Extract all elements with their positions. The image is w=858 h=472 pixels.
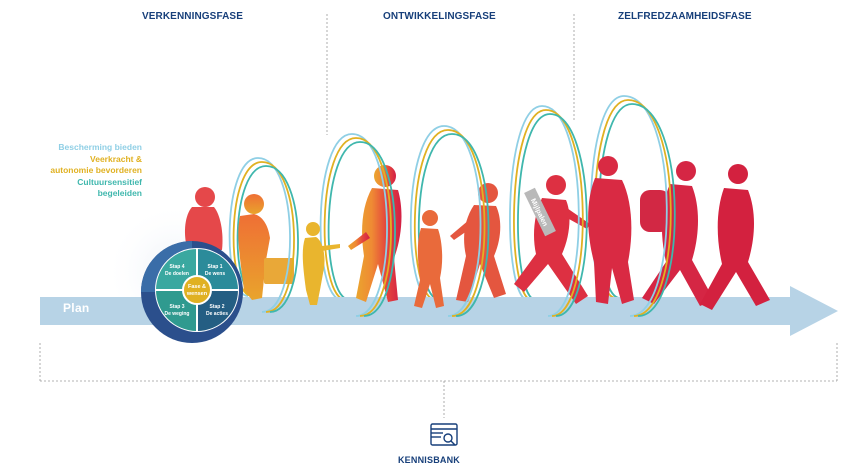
cycle-step1-sub: De wens (205, 271, 226, 277)
figure-child-walking (414, 210, 444, 308)
cycle-step1: Stap 1 (207, 264, 222, 270)
legend-resilience-2: autonomie bevorderen (50, 165, 142, 175)
legend-culture-1: Cultuursensitief (77, 176, 142, 187)
plan-arrow-label: Plan (63, 301, 90, 315)
cycle-wheel (141, 241, 243, 343)
cycle-labels: Fase & wensen Stap 1 De wens Stap 2 De a… (164, 264, 228, 317)
cycle-center-line2: wensen (186, 291, 208, 297)
legend-culture-2: begeleiden (97, 188, 142, 198)
cycle-step4-sub: De doelen (165, 271, 189, 277)
cycle-step2-sub: De acties (206, 311, 228, 317)
cycle-step3-sub: De weging (164, 311, 189, 317)
figure-man-backpack (640, 161, 714, 306)
figure-man-walking (700, 164, 770, 310)
kennisbank-bracket (39, 343, 838, 418)
coil-legend: Bescherming bieden Veerkracht & autonomi… (18, 142, 142, 200)
book-search-icon (430, 423, 458, 446)
cycle-step2: Stap 2 (209, 304, 224, 310)
legend-resilience-1: Veerkracht & (90, 153, 142, 164)
figure-woman-seated (184, 187, 223, 250)
figure-man-suitcase (238, 194, 294, 300)
figure-teen-walking (450, 183, 506, 302)
legend-protection: Bescherming bieden (58, 142, 142, 152)
kennisbank-label: KENNISBANK (397, 455, 460, 465)
figure-woman-walking (348, 165, 402, 302)
phase-title-exploration: VERKENNINGSFASE (142, 11, 243, 22)
figure-child-small (302, 222, 340, 305)
coil-front (257, 95, 676, 317)
cycle-center-line1: Fase & (188, 284, 206, 290)
cycle-step4: Stap 4 (169, 264, 184, 270)
phase-title-development: ONTWIKKELINGSFASE (383, 11, 496, 22)
figure-woman-bag (588, 156, 634, 304)
cycle-step3: Stap 3 (169, 304, 184, 310)
phase-title-self-reliance: ZELFREDZAAMHEIDSFASE (618, 11, 752, 22)
